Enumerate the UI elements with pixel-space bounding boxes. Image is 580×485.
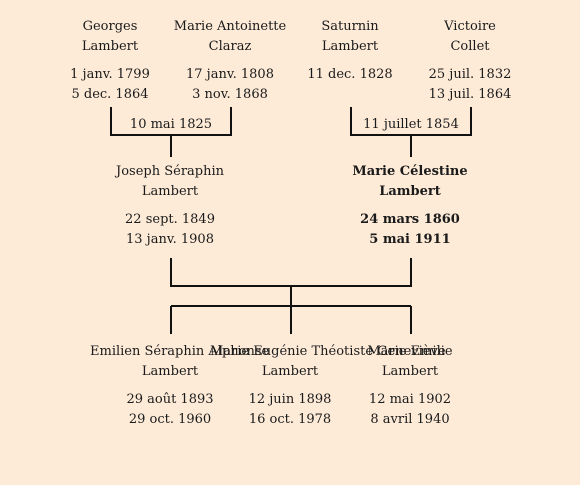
birth-date: 29 août 1893 bbox=[126, 392, 214, 407]
person-dates: 22 sept. 1849 13 janv. 1908 bbox=[90, 210, 250, 250]
person-first-name: Marie Antoinette bbox=[173, 19, 287, 34]
person-dates: 17 janv. 1808 3 nov. 1868 bbox=[150, 65, 310, 105]
person-marie-celestine-lambert[interactable]: Marie Célestine Lambert 24 mars 1860 5 m… bbox=[330, 162, 490, 250]
person-dates: 24 mars 1860 5 mai 1911 bbox=[330, 210, 490, 250]
person-first-name: Saturnin bbox=[321, 19, 379, 34]
person-dates: 1 janv. 1799 5 dec. 1864 bbox=[30, 65, 190, 105]
person-dates: 12 juin 1898 16 oct. 1978 bbox=[210, 390, 370, 430]
death-date: 5 dec. 1864 bbox=[71, 87, 149, 102]
person-last-name: Lambert bbox=[381, 364, 439, 379]
death-date: 16 oct. 1978 bbox=[248, 412, 332, 427]
birth-date: 1 janv. 1799 bbox=[70, 67, 150, 82]
death-date: 5 mai 1911 bbox=[369, 232, 451, 247]
person-last-name: Lambert bbox=[261, 364, 319, 379]
birth-date: 24 mars 1860 bbox=[360, 212, 460, 227]
person-last-name: Lambert bbox=[379, 184, 441, 199]
death-date: 8 avril 1940 bbox=[370, 412, 450, 427]
person-last-name: Claraz bbox=[208, 39, 252, 54]
person-first-name: Georges bbox=[82, 19, 138, 34]
person-dates: 11 dec. 1828 bbox=[270, 65, 430, 85]
person-dates: 29 août 1893 29 oct. 1960 bbox=[90, 390, 250, 430]
person-first-name: Marie Célestine bbox=[352, 164, 468, 179]
birth-date: 17 janv. 1808 bbox=[186, 67, 274, 82]
death-date: 13 juil. 1864 bbox=[428, 87, 512, 102]
death-date: 13 janv. 1908 bbox=[126, 232, 214, 247]
person-dates: 25 juil. 1832 13 juil. 1864 bbox=[390, 65, 550, 105]
person-last-name: Collet bbox=[450, 39, 490, 54]
person-victoire-collet[interactable]: Victoire Collet 25 juil. 1832 13 juil. 1… bbox=[390, 17, 550, 105]
marriage-date-1: 10 mai 1825 bbox=[129, 117, 213, 132]
death-date: 29 oct. 1960 bbox=[128, 412, 212, 427]
person-last-name: Lambert bbox=[321, 39, 379, 54]
person-first-name: Victoire bbox=[444, 19, 496, 34]
person-marie-emilie-lambert[interactable]: Marie Emilie Lambert 12 mai 1902 8 avril… bbox=[330, 342, 490, 430]
person-dates: 12 mai 1902 8 avril 1940 bbox=[330, 390, 490, 430]
birth-date: 11 dec. 1828 bbox=[307, 67, 393, 82]
person-last-name: Lambert bbox=[141, 184, 199, 199]
person-last-name: Lambert bbox=[81, 39, 139, 54]
person-saturnin-lambert[interactable]: Saturnin Lambert 11 dec. 1828 bbox=[270, 17, 430, 85]
birth-date: 22 sept. 1849 bbox=[125, 212, 215, 227]
person-georges-lambert[interactable]: Georges Lambert 1 janv. 1799 5 dec. 1864 bbox=[30, 17, 190, 105]
person-last-name: Lambert bbox=[141, 364, 199, 379]
birth-date: 12 juin 1898 bbox=[248, 392, 332, 407]
person-marie-antoinette-claraz[interactable]: Marie Antoinette Claraz 17 janv. 1808 3 … bbox=[150, 17, 310, 105]
person-emilien-seraphin-alphonse-lambert[interactable]: Emilien Séraphin Alphonse Lambert 29 aoû… bbox=[90, 342, 270, 430]
death-date: 3 nov. 1868 bbox=[192, 87, 268, 102]
birth-date: 12 mai 1902 bbox=[368, 392, 452, 407]
person-joseph-seraphin-lambert[interactable]: Joseph Séraphin Lambert 22 sept. 1849 13… bbox=[90, 162, 250, 250]
person-first-name: Joseph Séraphin bbox=[115, 164, 225, 179]
marriage-date-2: 11 juillet 1854 bbox=[363, 117, 459, 132]
person-first-name: Emilien Séraphin Alphonse bbox=[90, 344, 270, 359]
birth-date: 25 juil. 1832 bbox=[428, 67, 512, 82]
parents-bracket bbox=[170, 258, 412, 287]
person-first-name: Marie Emilie bbox=[367, 344, 453, 359]
